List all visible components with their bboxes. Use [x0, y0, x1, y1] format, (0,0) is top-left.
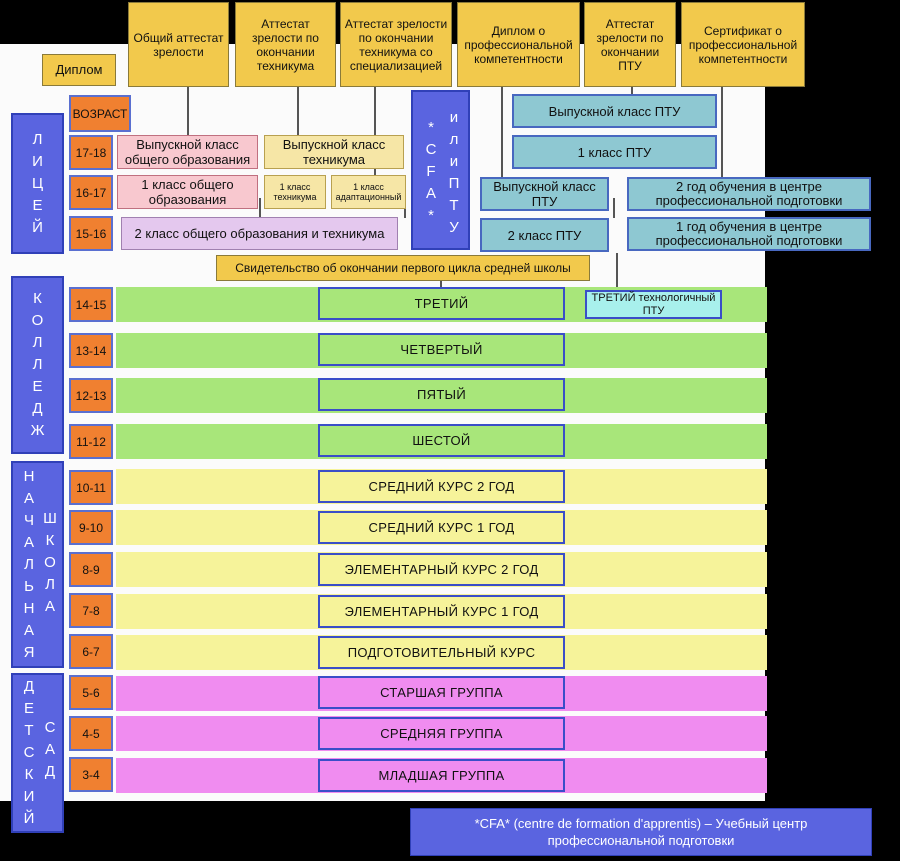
tech-third-ptu: ТРЕТИЙ технологичный ПТУ: [585, 290, 722, 319]
ptu-final-class-top: Выпускной класс ПТУ: [512, 94, 717, 128]
first-cycle-certificate: Свидетельство об окончании первого цикла…: [216, 255, 590, 281]
age-cell: 3-4: [69, 757, 113, 792]
primary-elementary-1: ЭЛЕМЕНТАРНЫЙ КУРС 1 ГОД: [318, 595, 565, 628]
age-cell: 13-14: [69, 333, 113, 368]
diploma-tech: Аттестат зрелости по окончании техникума: [235, 2, 336, 87]
cfa-footnote: *CFA* (centre de formation d'apprentis) …: [410, 808, 872, 856]
kinder-junior-group: МЛАДШАЯ ГРУППА: [318, 759, 565, 792]
tech-final-class: Выпускной класс техникума: [264, 135, 404, 169]
ptu-final-class-low: Выпускной класс ПТУ: [480, 177, 609, 211]
age-cell: 17-18: [69, 135, 113, 170]
primary-elementary-2: ЭЛЕМЕНТАРНЫЙ КУРС 2 ГОД: [318, 553, 565, 586]
diploma-ptu: Аттестат зрелости по окончании ПТУ: [584, 2, 676, 87]
age-header: ВОЗРАСТ: [69, 95, 131, 132]
diagram-background: [0, 44, 765, 801]
primary-middle-1: СРЕДНИЙ КУРС 1 ГОД: [318, 511, 565, 544]
connector-line: [613, 198, 615, 218]
college-level-third: ТРЕТИЙ: [318, 287, 565, 320]
college-level-fifth: ПЯТЫЙ: [318, 378, 565, 411]
tech-first-class: 1 класс техникума: [264, 175, 326, 209]
ptu-second-class: 2 класс ПТУ: [480, 218, 609, 252]
adapt-first-class: 1 класс адаптационный: [331, 175, 406, 209]
connector-line: [187, 87, 189, 135]
center-first-year: 1 год обучения в центре профессиональной…: [627, 217, 871, 251]
general-first-class: 1 класс общего образования: [117, 175, 258, 209]
primary-middle-2: СРЕДНИЙ КУРС 2 ГОД: [318, 470, 565, 503]
age-cell: 16-17: [69, 175, 113, 210]
age-cell: 11-12: [69, 424, 113, 459]
connector-line: [259, 198, 261, 218]
center-second-year: 2 год обучения в центре профессиональной…: [627, 177, 871, 211]
diploma-certificate: Сертификат о профессиональной компетентн…: [681, 2, 805, 87]
age-cell: 14-15: [69, 287, 113, 322]
connector-line: [616, 253, 618, 293]
age-cell: 6-7: [69, 634, 113, 669]
diploma-general: Общий аттестат зрелости: [128, 2, 229, 87]
diploma-label: Диплом: [42, 54, 116, 86]
age-cell: 9-10: [69, 510, 113, 545]
age-cell: 5-6: [69, 675, 113, 710]
age-cell: 4-5: [69, 716, 113, 751]
connector-line: [297, 87, 299, 135]
connector-line: [631, 87, 633, 97]
age-cell: 8-9: [69, 552, 113, 587]
age-cell: 7-8: [69, 593, 113, 628]
diploma-prof-competence: Диплом о профессиональной компетентности: [457, 2, 580, 87]
primary-preparatory: ПОДГОТОВИТЕЛЬНЫЙ КУРС: [318, 636, 565, 669]
age-cell: 10-11: [69, 470, 113, 505]
diploma-tech-spec: Аттестат зрелости по окончании техникума…: [340, 2, 452, 87]
connector-line: [501, 87, 503, 177]
connector-line: [374, 87, 376, 175]
age-cell: 12-13: [69, 378, 113, 413]
general-final-class: Выпускной класс общего образования: [117, 135, 258, 169]
kinder-middle-group: СРЕДНЯЯ ГРУППА: [318, 717, 565, 750]
college-level-sixth: ШЕСТОЙ: [318, 424, 565, 457]
ptu-first-class: 1 класс ПТУ: [512, 135, 717, 169]
connector-line: [440, 278, 442, 290]
connector-line: [721, 87, 723, 177]
kinder-senior-group: СТАРШАЯ ГРУППА: [318, 676, 565, 709]
second-joint-class: 2 класс общего образования и техникума: [121, 217, 398, 250]
age-cell: 15-16: [69, 216, 113, 251]
college-level-fourth: ЧЕТВЕРТЫЙ: [318, 333, 565, 366]
